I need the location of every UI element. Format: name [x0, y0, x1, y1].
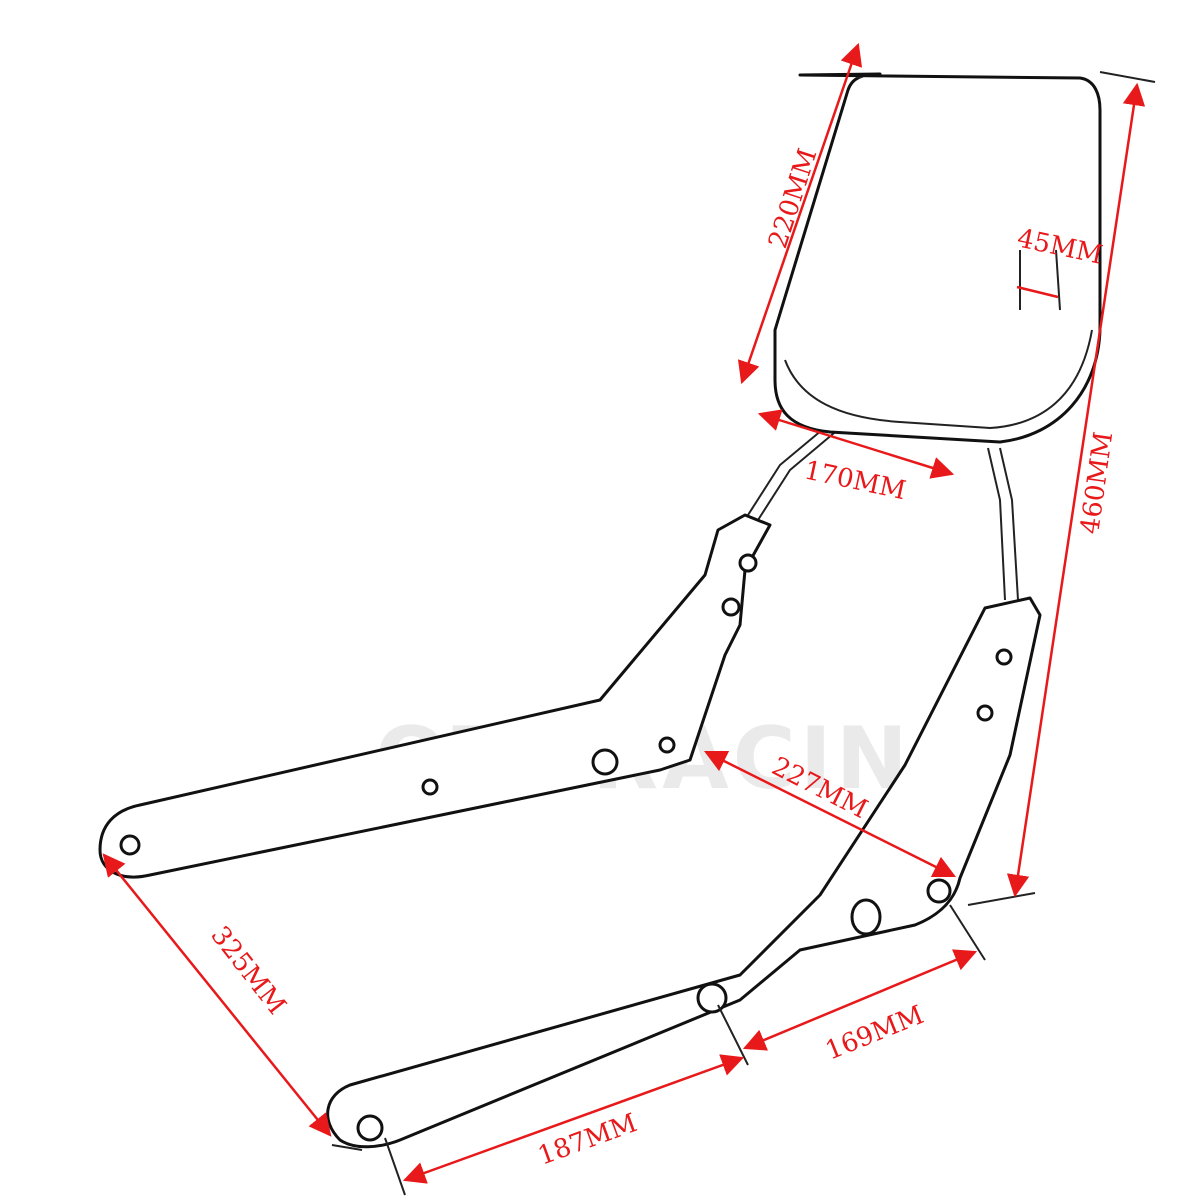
arm-length-label: 325MM [204, 921, 291, 1021]
mount-hole [850, 898, 882, 936]
inner-width-dim-line [703, 750, 957, 878]
mount-hole [591, 748, 619, 776]
pad-height-dim-line [737, 42, 863, 385]
mount-spacing-lower-dim-line [402, 1054, 745, 1184]
mount-hole [976, 704, 994, 722]
pad-width-label: 170MM [802, 456, 909, 507]
dimension-lines [102, 42, 1146, 1184]
mount-hole [119, 834, 141, 856]
mount-hole [658, 736, 676, 754]
bolt-icon [696, 982, 728, 1014]
bolt-icon [738, 553, 758, 573]
left-side-plate [98, 513, 772, 879]
bolt-icon [926, 878, 952, 904]
mount-hole [995, 648, 1013, 666]
total-height-dim-line [1006, 82, 1146, 898]
mount-spacing-lower-label: 187MM [534, 1108, 641, 1171]
arm-length-dim-line [102, 853, 332, 1137]
bolt-icon [721, 597, 741, 617]
bolt-icon [356, 1114, 384, 1142]
left-plate-holes [119, 553, 758, 856]
pad-width-dim-line [757, 409, 955, 479]
right-plate-holes [356, 648, 1013, 1142]
mount-hole [421, 778, 439, 796]
mount-spacing-upper-dim-line [742, 949, 978, 1051]
